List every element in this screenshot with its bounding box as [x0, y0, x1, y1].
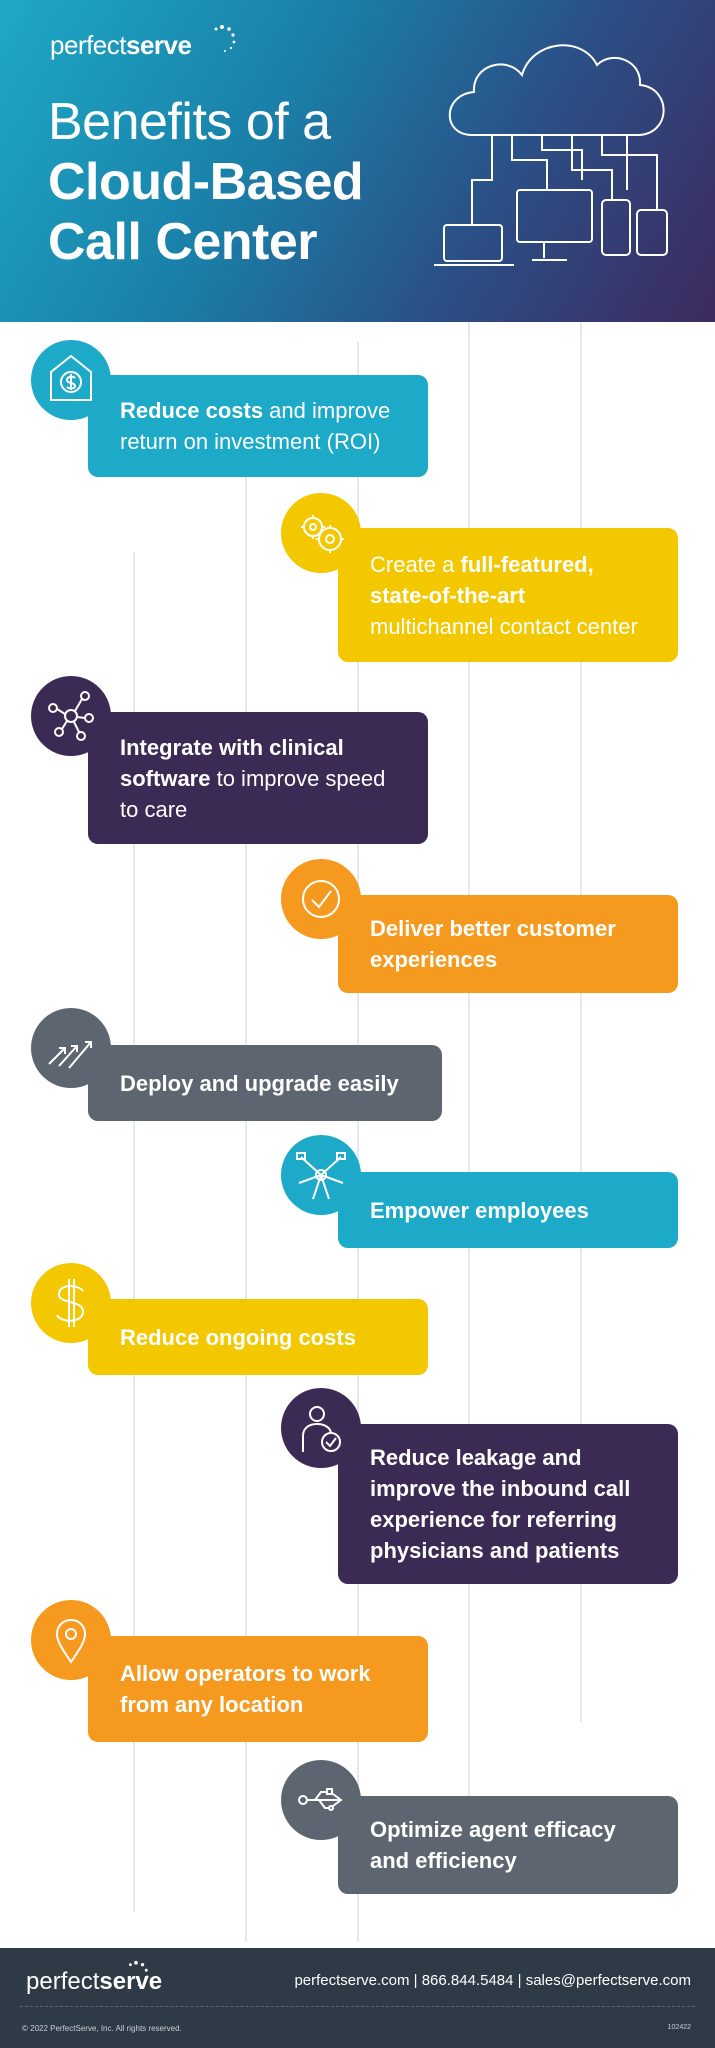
benefit-card: Deploy and upgrade easily — [88, 1045, 442, 1121]
brand-logo[interactable]: perfectserve — [50, 25, 236, 61]
rising-arrows-icon — [31, 1008, 111, 1088]
timeline-line — [468, 322, 470, 1882]
footer: perfectserve perfectserve.com | 866.844.… — [0, 1948, 715, 2048]
benefit-bold: Optimize agent efficacy and efficiency — [370, 1817, 616, 1873]
page-title: Benefits of a Cloud-Based Call Center — [48, 92, 364, 272]
benefit-bold: Deploy and upgrade easily — [120, 1070, 399, 1096]
benefit-card: Deliver better customer experiences — [338, 895, 678, 993]
benefit-bold: Reduce ongoing costs — [120, 1324, 356, 1350]
benefit-bold: Allow operators to work from any locatio… — [120, 1661, 371, 1717]
timeline-line — [357, 342, 359, 1942]
benefit-card: Create a full-featured, state-of-the-art… — [338, 528, 678, 662]
footer-logo-light: perfect — [26, 1968, 100, 1995]
team-hands-icon — [281, 1135, 361, 1215]
benefit-card: Allow operators to work from any locatio… — [88, 1636, 428, 1742]
doctor-check-icon — [281, 1388, 361, 1468]
benefit-text: multichannel contact center — [370, 613, 638, 639]
benefit-text: to improve speed to care — [120, 765, 386, 822]
benefit-bold: Integrate with clinical software — [120, 734, 344, 791]
footer-logo-bold: serve — [99, 1968, 163, 1995]
logo-text-bold: serve — [126, 30, 192, 60]
benefit-card: Empower employees — [338, 1172, 678, 1248]
benefit-bold: full-featured, state-of-the-art — [370, 551, 594, 608]
title-line-3: Call Center — [48, 213, 318, 271]
location-pin-icon — [31, 1600, 111, 1680]
footer-divider — [20, 2006, 695, 2007]
timeline-line — [133, 552, 135, 1912]
benefit-bold: Reduce leakage and improve the inbound c… — [370, 1445, 631, 1563]
network-nodes-icon — [31, 676, 111, 756]
benefit-text: and improve return on investment (ROI) — [120, 398, 391, 454]
benefit-card: Optimize agent efficacy and efficiency — [338, 1796, 678, 1894]
hand-dollar-icon — [31, 340, 111, 420]
timeline-line — [245, 442, 247, 1942]
benefit-card: Reduce costs and improve return on inves… — [88, 375, 428, 477]
dollar-sign-icon — [31, 1263, 111, 1343]
title-line-1: Benefits of a — [48, 93, 331, 151]
benefit-lead: Create a — [370, 551, 461, 577]
hero-banner: perfectserve Benefits of a Cloud-Based C… — [0, 0, 715, 322]
timeline-line — [580, 322, 582, 1722]
benefit-card: Reduce leakage and improve the inbound c… — [338, 1424, 678, 1584]
footer-code: 102422 — [667, 2024, 691, 2031]
logo-text-light: perfect — [50, 30, 127, 60]
logo-dots-icon — [214, 25, 236, 52]
title-line-2: Cloud-Based — [48, 153, 364, 211]
footer-contact-info[interactable]: perfectserve.com | 866.844.5484 | sales@… — [294, 1972, 691, 1989]
checkmark-circle-icon — [281, 859, 361, 939]
benefit-card: Reduce ongoing costs — [88, 1299, 428, 1375]
footer-copyright: © 2022 PerfectServe, Inc. All rights res… — [22, 2024, 182, 2033]
benefit-bold: Reduce costs — [120, 398, 264, 423]
usb-icon — [281, 1760, 361, 1840]
cloud-devices-icon — [434, 44, 668, 266]
gears-icon — [281, 493, 361, 573]
footer-logo[interactable]: perfectserve — [26, 1968, 162, 1996]
benefit-card: Integrate with clinical software to impr… — [88, 712, 428, 844]
benefit-bold: Empower employees — [370, 1197, 589, 1223]
logo-dots-icon — [129, 1960, 149, 1987]
benefit-bold: Deliver better customer experiences — [370, 916, 616, 972]
